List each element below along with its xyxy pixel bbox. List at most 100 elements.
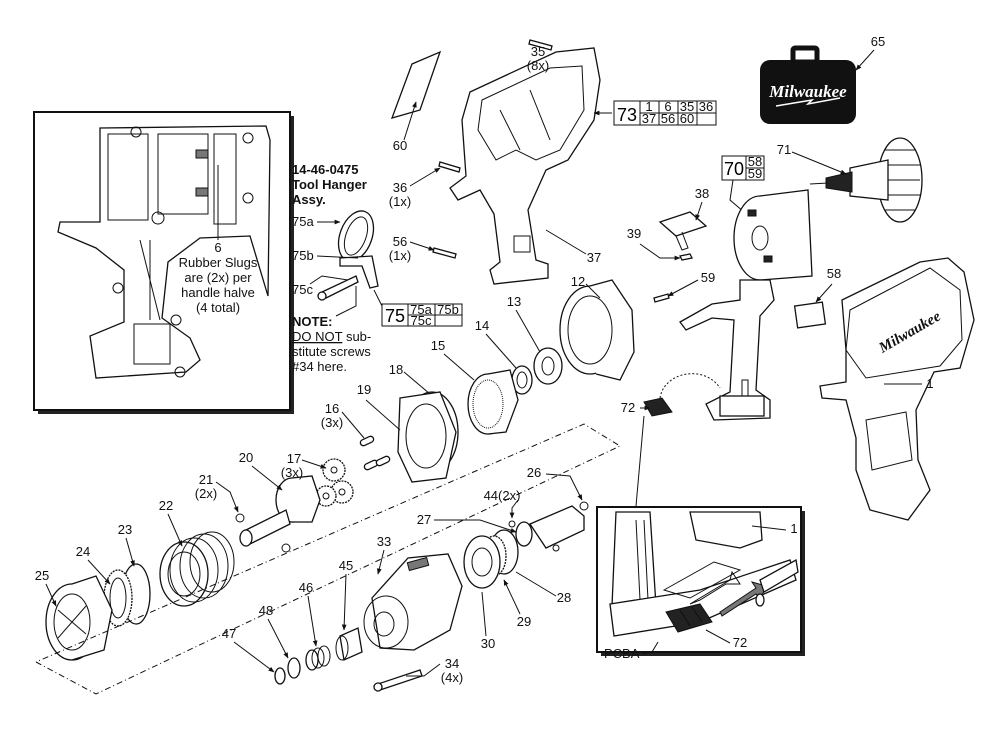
hanger-bracket [339,255,379,289]
kit-75-table: 75 75a 75b 75c [381,302,463,328]
tool-hanger-assembly: 14-46-0475 Tool Hanger Assy. 75a 75b 75c… [292,162,463,374]
callout-38: 38 [695,186,709,201]
callout-75a: 75a [292,214,314,229]
inset-callout-1: 1 [790,521,797,536]
tool-hanger-part-number: 14-46-0475 [292,162,359,177]
clip-39 [679,253,693,261]
screw-59 [653,293,670,303]
callout-1: 1 [926,376,933,391]
armature-71 [809,137,923,223]
callout-25: 25 [35,568,49,583]
kit-70-cell: 58 [748,154,762,169]
anvil-26 [529,505,585,549]
bearing-13 [533,347,563,385]
callout-44: 44(2x) [484,488,521,503]
milwaukee-logo: Milwaukee [768,82,847,101]
screw-34 [377,669,423,691]
note-title: NOTE: [292,314,332,329]
callout-59: 59 [701,270,715,285]
callout-45: 45 [339,558,353,573]
callout-26: 26 [527,465,541,480]
pcba-label: PCBA [604,646,640,661]
callout-22: 22 [159,498,173,513]
callout-19: 19 [357,382,371,397]
callout-27: 27 [417,512,431,527]
kit-73-cell: 6 [664,99,671,114]
brush-58 [793,301,827,329]
callout-30: 30 [481,636,495,651]
tool-hanger-title-2: Assy. [292,192,326,207]
kit-75-cell: 75c [411,313,432,328]
callout-60: 60 [393,138,407,153]
lightning-bolt-icon [775,97,841,107]
screw-56 [432,247,457,259]
callout-6: 6 [214,240,221,255]
callout-37: 37 [587,250,601,265]
gearcase-parts [359,279,635,483]
ring-48 [287,657,301,679]
planetary-gears [235,458,354,553]
kit-73-cell: 60 [680,111,694,126]
carrying-case-65: Milwaukee [760,45,856,124]
callout-24: 24 [76,544,90,559]
callout-12: 12 [571,274,585,289]
hanger-screw [321,275,359,299]
callout-34-qty: (4x) [441,670,463,685]
note-line-2: stitute screws [292,344,371,359]
kit-75-cell: 75a [410,302,432,317]
front-gearcase [274,501,589,692]
callout-28: 28 [557,590,571,605]
pcba-72-large [665,603,713,633]
planet-gear-17 [322,458,346,482]
callout-23: 23 [118,522,132,537]
assembly-boundary [35,423,622,695]
handle-half-drawing [57,125,271,379]
kit-73-cell: 37 [642,111,656,126]
callout-16-qty: (3x) [321,415,343,430]
rubber-slugs-note-line-4: (4 total) [196,300,240,315]
hammer-mechanism [45,531,235,661]
stator-and-switch [643,189,813,421]
armature-gear [825,171,853,193]
tool-hanger-title: Tool Hanger [292,177,367,192]
callout-17: 17 [287,451,301,466]
callout-13: 13 [507,294,521,309]
kit-70-number: 70 [724,159,744,179]
label-plate-60 [390,50,442,119]
rubber-slugs-note-line-1: Rubber Slugs [179,255,258,270]
note-line-1: DO NOT sub- [292,329,371,344]
callout-75b: 75b [292,248,314,263]
kit-73-cell: 35 [680,99,694,114]
kit-73-table: 73 1 6 35 36 37 56 60 [613,99,717,126]
rubber-slugs-note-line-2: are (2x) per [184,270,252,285]
retaining-ring-47 [274,667,286,685]
housing-half-37 [390,39,601,285]
screw-36 [438,161,461,173]
callout-35-qty: (8x) [527,58,549,73]
callout-72: 72 [621,400,635,415]
ball-21 [235,513,245,523]
kit-70-table: 70 58 59 [721,154,765,181]
callout-16: 16 [325,401,339,416]
washer-30 [463,535,501,589]
inset-callout-72: 72 [733,635,747,650]
kit-75-cell: 75b [437,302,459,317]
rubber-slugs-note-line-3: handle halve [181,285,255,300]
kit-73-cell: 36 [699,99,713,114]
callout-65: 65 [871,34,885,49]
case-body [760,60,856,124]
callout-15: 15 [431,338,445,353]
callout-48: 48 [259,603,273,618]
callout-46: 46 [299,580,313,595]
ball-44 [508,520,516,528]
callout-18: 18 [389,362,403,377]
install-arrow-icon [719,581,767,617]
inset-handle-half: 6 Rubber Slugs are (2x) per handle halve… [33,111,294,414]
kit-73-cell: 1 [645,99,652,114]
callout-14: 14 [475,318,489,333]
callout-21-qty: (2x) [195,486,217,501]
callout-34: 34 [445,656,459,671]
callout-47: 47 [222,626,236,641]
kit-73-number: 73 [617,105,637,125]
